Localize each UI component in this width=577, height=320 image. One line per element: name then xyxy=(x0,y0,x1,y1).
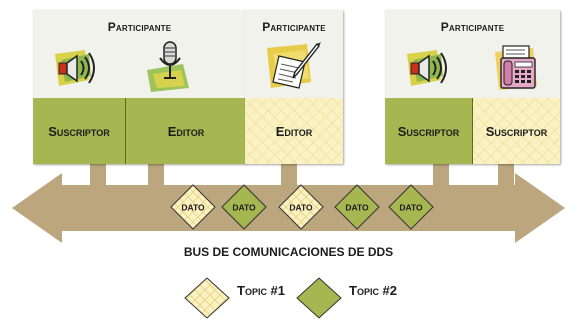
document-pen-icon xyxy=(267,42,321,89)
connector xyxy=(498,160,514,190)
legend-topic1: Topic #1 xyxy=(231,283,285,298)
data-token-label: DATO xyxy=(289,203,313,213)
legend-swatch-topic1 xyxy=(184,277,230,319)
speaker-icon xyxy=(55,50,95,86)
data-token-label: DATO xyxy=(181,203,205,213)
role-divider xyxy=(472,98,473,164)
role-subscriber: Suscriptor xyxy=(473,98,560,164)
connector xyxy=(433,160,449,190)
data-token: DATO xyxy=(278,184,324,230)
data-token: DATO xyxy=(170,184,216,230)
bus-label: BUS DE COMUNICACIONES DE DDS xyxy=(183,245,394,259)
participant-2: Participante Editor xyxy=(245,10,343,164)
participant-3: Participante Suscriptor Suscriptor xyxy=(385,10,560,164)
legend-label: Topic #2 xyxy=(349,283,398,298)
role-publisher: Editor xyxy=(245,98,343,164)
role-publisher: Editor xyxy=(126,98,246,164)
data-token: DATO xyxy=(221,184,267,230)
legend-swatch-topic2 xyxy=(296,277,342,319)
legend-topic2: Topic #2 xyxy=(343,283,397,298)
data-token-label: DATO xyxy=(399,203,423,213)
role-subscriber: Suscriptor xyxy=(33,98,125,164)
microphone-icon xyxy=(147,41,189,92)
data-token-label: DATO xyxy=(232,203,256,213)
fax-phone-icon xyxy=(495,45,537,90)
participant-title: Participante xyxy=(440,20,505,34)
connector xyxy=(281,160,297,190)
role-divider xyxy=(125,98,126,164)
role-subscriber: Suscriptor xyxy=(385,98,472,164)
participant-title: Participante xyxy=(107,20,172,34)
connector xyxy=(90,160,106,190)
participant-title: Participante xyxy=(262,20,326,34)
data-token: DATO xyxy=(388,184,434,230)
data-token-label: DATO xyxy=(345,203,369,213)
participant-1: Participante Suscriptor Editor xyxy=(33,10,246,164)
legend-label: Topic #1 xyxy=(237,283,286,298)
speaker-icon xyxy=(407,50,447,86)
data-token: DATO xyxy=(334,184,380,230)
connector xyxy=(148,160,164,190)
